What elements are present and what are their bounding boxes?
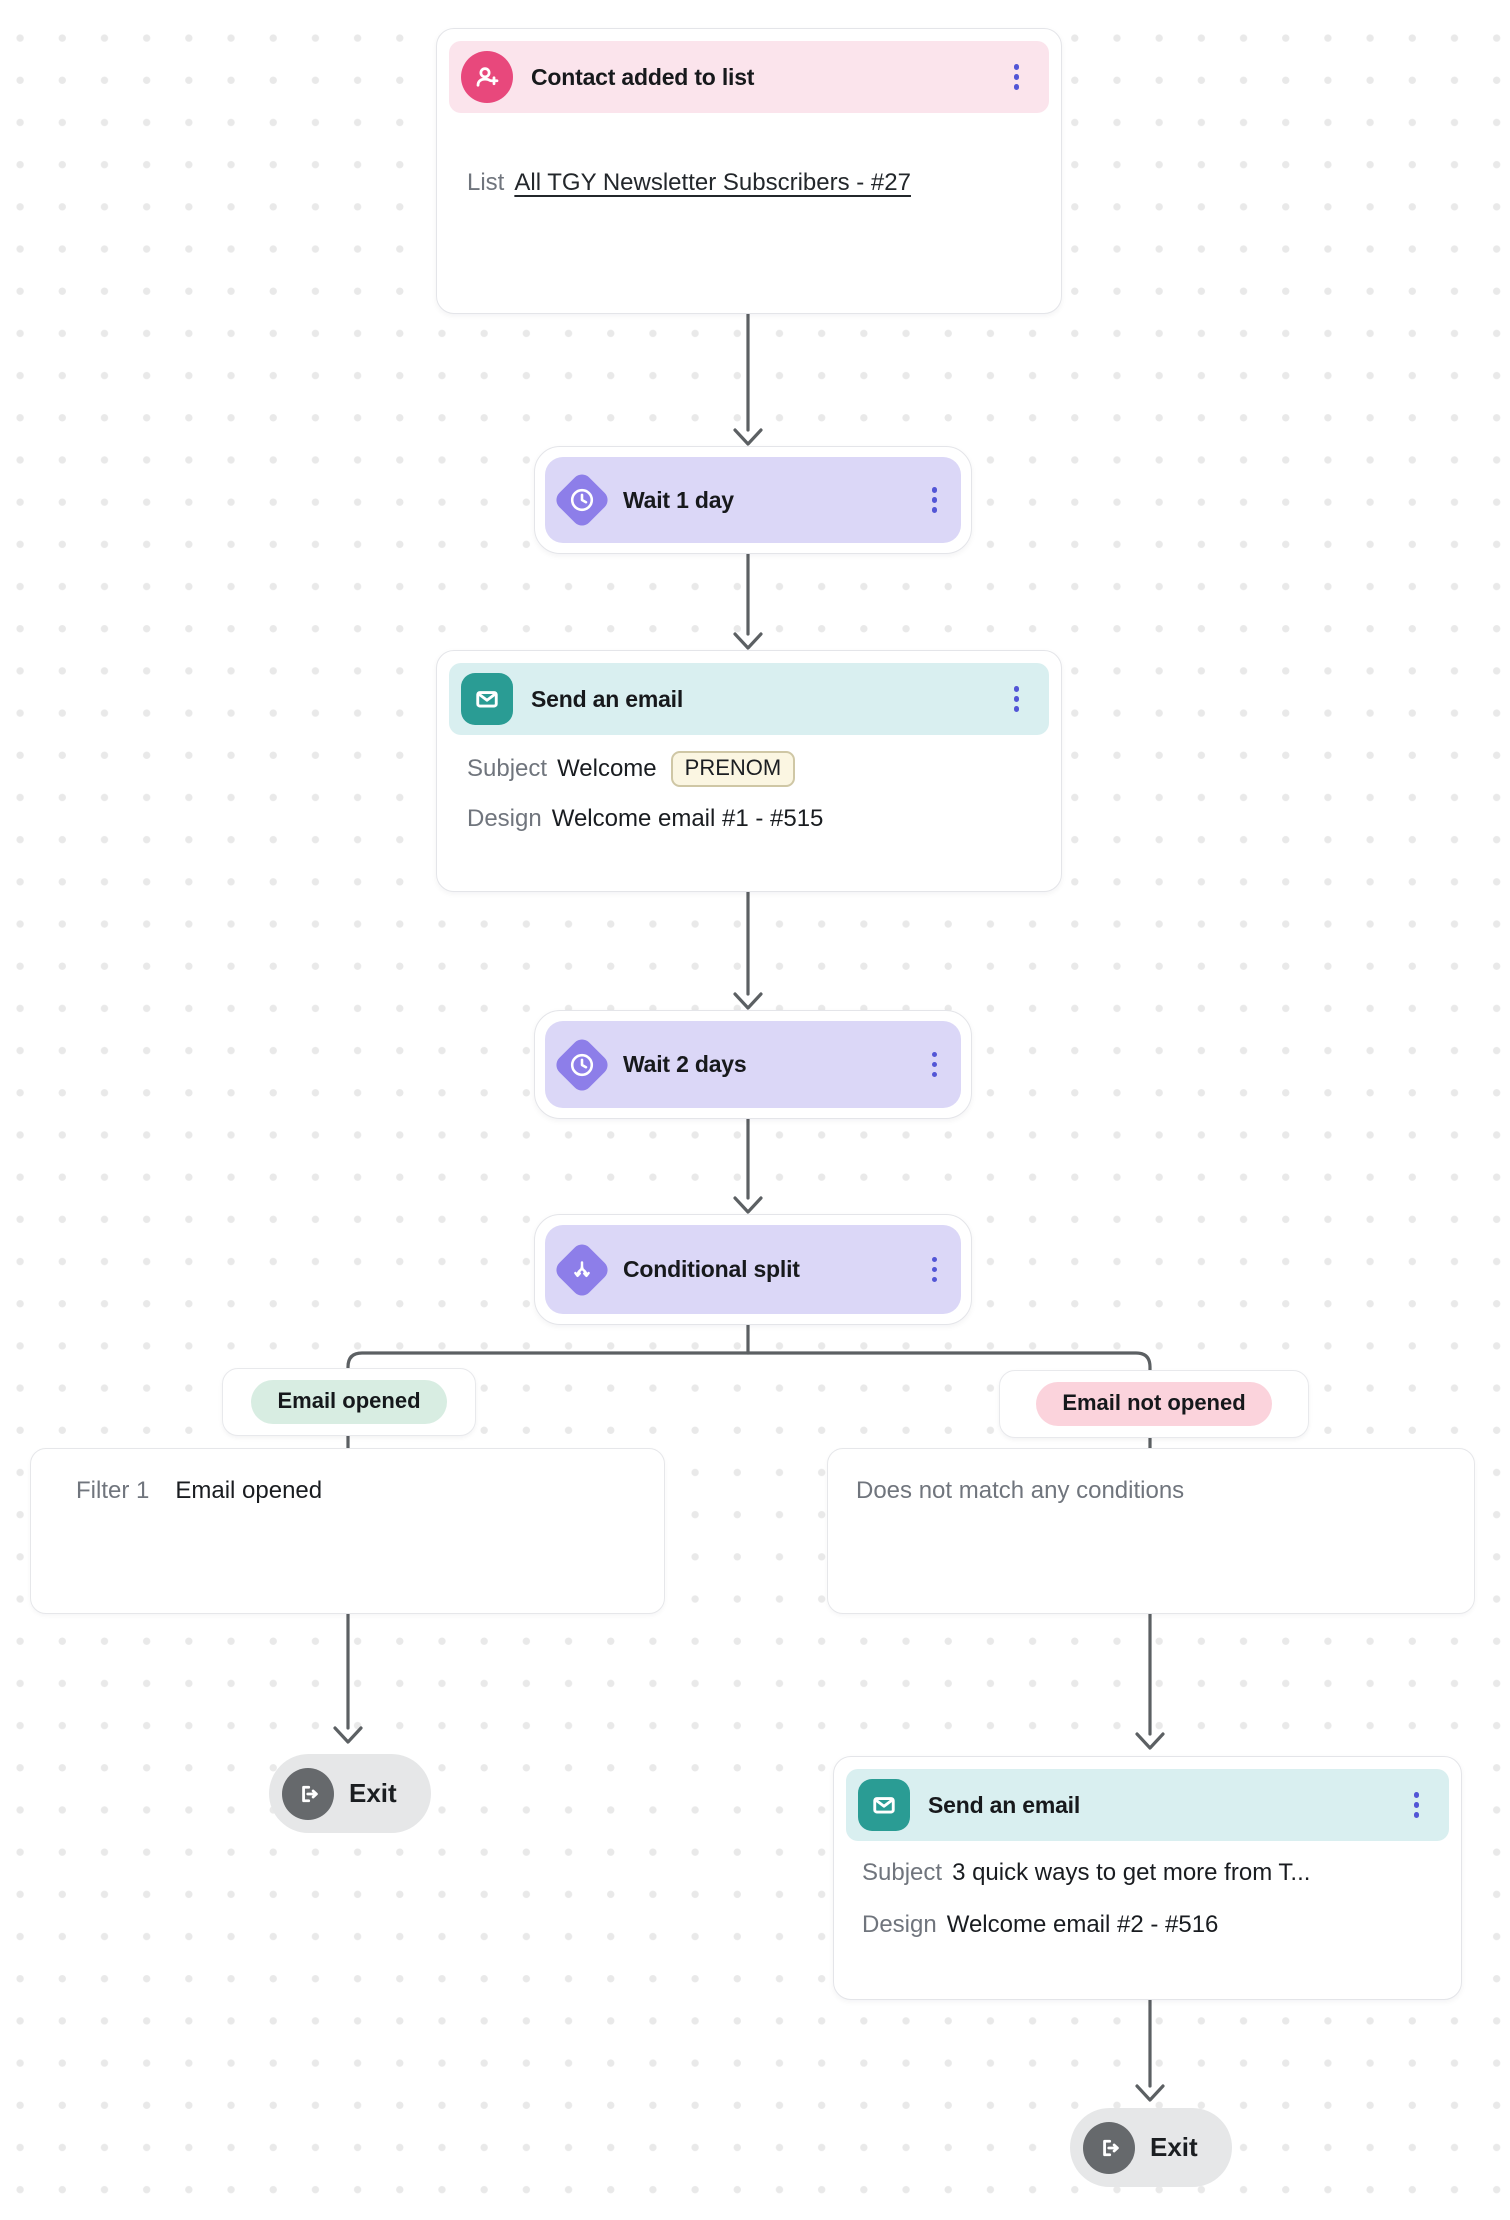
filter-card-no-match[interactable]: Does not match any conditions — [827, 1448, 1475, 1614]
node-menu-button[interactable] — [1006, 678, 1028, 720]
envelope-icon — [858, 1779, 910, 1831]
node-band: Conditional split — [545, 1225, 961, 1314]
subject-label: Subject — [467, 755, 548, 782]
exit-node-left[interactable]: Exit — [269, 1754, 431, 1833]
node-title: Send an email — [928, 1791, 1081, 1818]
node-conditional-split[interactable]: Conditional split — [534, 1214, 972, 1325]
node-title: Wait 2 days — [623, 1051, 747, 1077]
list-link[interactable]: All TGY Newsletter Subscribers - #27 — [514, 169, 911, 196]
design-text: Welcome email #2 - #516 — [946, 1911, 1219, 1938]
exit-label: Exit — [349, 1778, 397, 1808]
node-wait-2-days[interactable]: Wait 2 days — [534, 1010, 972, 1119]
node-contact-added-to-list[interactable]: Contact added to list List All TGY Newsl… — [436, 28, 1062, 314]
email-design-row: Design Welcome email #2 - #516 — [862, 1911, 1218, 1939]
merge-tag-chip: PRENOM — [670, 751, 796, 787]
arrowhead — [1135, 1732, 1165, 1750]
branch-label: Email not opened — [1036, 1382, 1272, 1426]
clock-icon — [552, 1034, 612, 1095]
person-add-icon — [461, 51, 513, 103]
exit-node-right[interactable]: Exit — [1070, 2108, 1232, 2187]
filter-value: Email opened — [175, 1477, 323, 1504]
branch-label: Email opened — [251, 1380, 447, 1424]
subject-text: Welcome — [557, 755, 657, 782]
arrowhead — [733, 632, 763, 650]
node-menu-button[interactable] — [924, 1249, 946, 1291]
subject-text: 3 quick ways to get more from T... — [952, 1859, 1311, 1886]
email-subject-row: Subject 3 quick ways to get more from T.… — [862, 1859, 1310, 1887]
node-title: Contact added to list — [531, 63, 755, 90]
branch-badge-email-not-opened[interactable]: Email not opened — [999, 1370, 1309, 1438]
node-send-email-2[interactable]: Send an email Subject 3 quick ways to ge… — [833, 1756, 1462, 2000]
exit-icon — [282, 1767, 334, 1820]
arrowhead — [1135, 2084, 1165, 2102]
node-title: Send an email — [531, 685, 684, 712]
exit-label: Exit — [1150, 2132, 1198, 2162]
node-title: Conditional split — [623, 1256, 800, 1282]
arrowhead — [733, 992, 763, 1010]
node-menu-button[interactable] — [1006, 56, 1028, 98]
arrowhead — [733, 1196, 763, 1214]
split-arrows-icon — [552, 1239, 612, 1300]
node-wait-1-day[interactable]: Wait 1 day — [534, 446, 972, 554]
node-send-email-1[interactable]: Send an email Subject Welcome PRENOM Des… — [436, 650, 1062, 892]
arrowhead — [733, 428, 763, 446]
node-header: Send an email — [846, 1769, 1449, 1841]
trigger-list-row: List All TGY Newsletter Subscribers - #2… — [467, 169, 911, 197]
filter-value: Does not match any conditions — [856, 1477, 1185, 1504]
filter-card-email-opened[interactable]: Filter 1 Email opened — [30, 1448, 665, 1614]
node-header: Contact added to list — [449, 41, 1049, 113]
node-menu-button[interactable] — [924, 479, 946, 521]
design-text: Welcome email #1 - #515 — [551, 805, 824, 832]
exit-icon — [1083, 2121, 1135, 2174]
node-title: Wait 1 day — [623, 486, 734, 513]
subject-label: Subject — [862, 1859, 943, 1886]
node-menu-button[interactable] — [924, 1044, 946, 1086]
node-band: Wait 1 day — [545, 457, 961, 543]
node-band: Wait 2 days — [545, 1021, 961, 1108]
split-branches — [346, 1351, 1152, 1454]
design-label: Design — [862, 1911, 937, 1938]
design-label: Design — [467, 805, 542, 832]
email-subject-row: Subject Welcome PRENOM — [467, 751, 796, 787]
clock-icon — [552, 470, 612, 530]
branch-badge-email-opened[interactable]: Email opened — [222, 1368, 476, 1436]
filter-label: Filter 1 — [76, 1477, 150, 1504]
list-label: List — [467, 169, 505, 196]
node-header: Send an email — [449, 663, 1049, 735]
envelope-icon — [461, 673, 513, 725]
filter-row: Does not match any conditions — [856, 1477, 1184, 1505]
arrowhead — [333, 1726, 363, 1744]
email-design-row: Design Welcome email #1 - #515 — [467, 805, 823, 833]
filter-row: Filter 1 Email opened — [76, 1477, 322, 1505]
node-menu-button[interactable] — [1406, 1784, 1428, 1826]
